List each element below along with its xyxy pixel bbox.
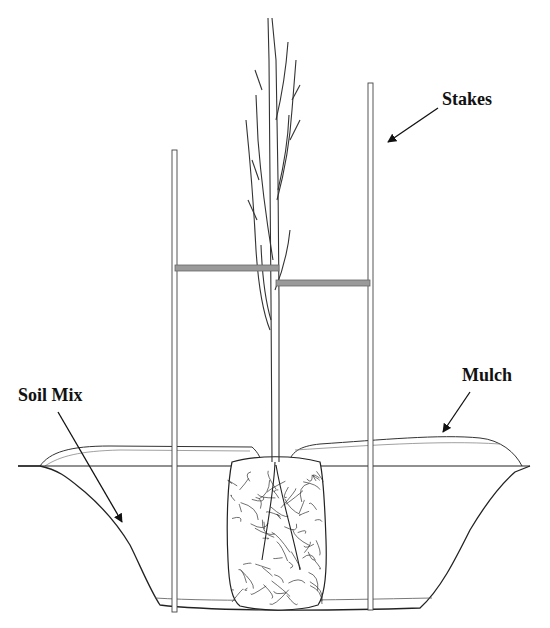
mulch-layer (45, 450, 250, 466)
root-stroke (277, 542, 288, 561)
root-stroke (274, 591, 286, 594)
root-stroke (288, 580, 305, 583)
root-ball (227, 457, 326, 610)
leader-arrow (58, 412, 122, 522)
root-stroke (284, 487, 288, 498)
leader-arrow (388, 108, 438, 142)
root-stroke (251, 523, 269, 528)
root-stroke (272, 532, 290, 552)
leader-arrow (443, 392, 470, 432)
root-stroke (232, 517, 241, 521)
root-stroke (304, 544, 314, 547)
tree-trunk (246, 18, 300, 462)
root-stroke (298, 531, 306, 534)
tree-tie (276, 280, 370, 286)
root-stroke (287, 595, 298, 604)
root-stroke (303, 482, 320, 490)
root-stroke (240, 478, 249, 490)
root-stroke (286, 491, 303, 505)
part-label: Soil Mix (18, 386, 83, 406)
root-stroke (232, 589, 244, 602)
root-stroke (267, 481, 285, 492)
root-stroke (316, 540, 320, 555)
root-stroke (272, 490, 279, 498)
mulch-layer (40, 446, 262, 466)
root-stroke (256, 497, 262, 508)
root-stroke (232, 589, 234, 590)
mulch-layer (288, 437, 522, 466)
root-stroke (258, 494, 276, 498)
stake (368, 83, 373, 610)
root-stroke (277, 514, 281, 519)
root-stroke (310, 582, 322, 602)
root-stroke (262, 567, 272, 576)
root-stroke (241, 503, 259, 520)
root-stroke (309, 503, 317, 510)
stake (172, 150, 177, 612)
root-stroke (274, 490, 278, 492)
root-stroke (245, 588, 248, 590)
root-stroke (289, 562, 293, 568)
root-stroke (274, 575, 283, 583)
root-stroke (273, 557, 282, 559)
root-stroke (243, 563, 251, 564)
main-root (262, 462, 300, 570)
root-stroke (264, 585, 273, 599)
root-stroke (312, 475, 320, 480)
part-label: Mulch (462, 366, 512, 386)
root-stroke (247, 472, 251, 481)
tree-tie (175, 265, 279, 271)
part-label: Stakes (442, 90, 492, 110)
root-stroke (255, 528, 275, 534)
root-stroke (300, 483, 309, 502)
roots (228, 462, 323, 605)
root-stroke (255, 564, 270, 569)
root-stroke (241, 570, 254, 589)
root-stroke (239, 504, 242, 512)
root-stroke (315, 520, 322, 522)
root-stroke (309, 572, 318, 590)
root-stroke (303, 555, 316, 561)
mulch-layer (295, 443, 500, 450)
root-stroke (263, 522, 265, 530)
root-stroke (310, 586, 322, 604)
root-stroke (252, 497, 264, 501)
root-stroke (231, 495, 235, 501)
root-stroke (307, 475, 312, 481)
root-stroke (228, 480, 238, 486)
root-stroke (313, 559, 320, 569)
root-stroke (272, 581, 291, 597)
root-stroke (293, 530, 310, 546)
root-stroke (299, 511, 309, 516)
